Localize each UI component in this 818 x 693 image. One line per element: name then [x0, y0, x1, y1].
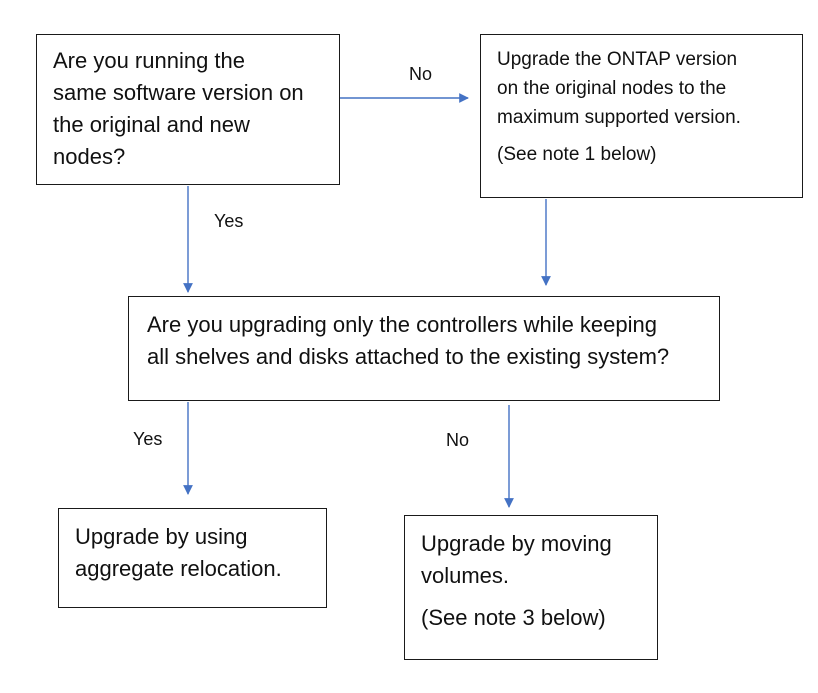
edge-label-yes-left: Yes — [214, 211, 244, 231]
node-same-version: Are you running the same software versio… — [36, 34, 340, 185]
node-aggregate-relocation: Upgrade by using aggregate relocation. — [58, 508, 327, 608]
node-aggregate-relocation-text: Upgrade by using aggregate relocation. — [75, 524, 282, 581]
edge-label-no-top: No — [409, 64, 433, 84]
node-moving-volumes: Upgrade by moving volumes. (See note 3 b… — [404, 515, 658, 660]
node-upgrade-ontap-text: Upgrade the ONTAP version on the origina… — [497, 49, 741, 128]
node-same-version-text: Are you running the same software versio… — [53, 48, 304, 169]
node-moving-volumes-text: Upgrade by moving volumes. — [421, 531, 612, 588]
node-controllers-only-text: Are you upgrading only the controllers w… — [147, 312, 670, 369]
node-upgrade-ontap-note: (See note 1 below) — [497, 144, 657, 165]
node-controllers-only: Are you upgrading only the controllers w… — [128, 296, 720, 401]
edge-label-no-bottom: No — [446, 430, 470, 450]
node-upgrade-ontap: Upgrade the ONTAP version on the origina… — [480, 34, 803, 198]
node-moving-volumes-note: (See note 3 below) — [421, 605, 606, 630]
edge-label-yes-bottom: Yes — [133, 429, 163, 449]
